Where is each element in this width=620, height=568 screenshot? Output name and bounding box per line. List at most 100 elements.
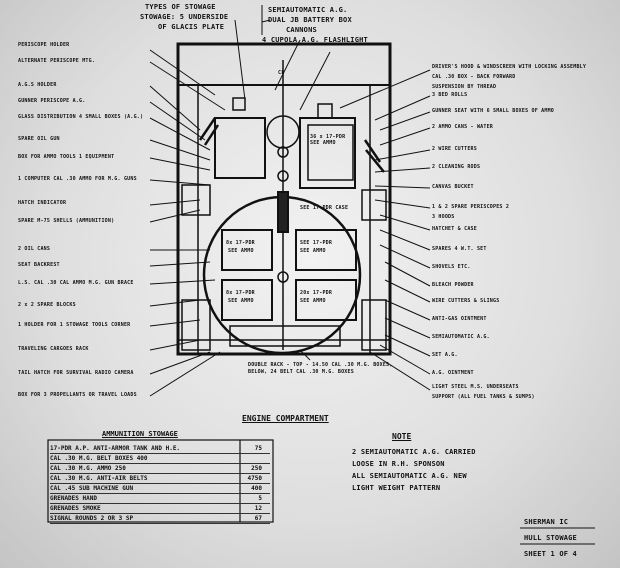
table-cell-value: 5 [258,495,262,502]
table-row: CAL .30 M.G. AMMO 250 250 [50,464,270,474]
ammo-table-title: AMMUNITION STOWAGE [102,430,178,438]
table-cell-label: GRENADES SMOKE [50,505,101,512]
table-row: GRENADES HAND 5 [50,494,270,504]
left-label: PERISCOPE HOLDER [18,42,70,48]
rack-right-label: SEE 17-PDR [300,240,333,246]
right-label: SPARES 4 W.T. SET [432,246,487,252]
note-line4: LIGHT WEIGHT PATTERN [352,484,441,492]
left-label: BOX FOR 3 PROPELLANTS OR TRAVEL LOADS [18,392,137,398]
rack-right-sub: SEE AMMO [300,248,326,254]
left-label: HATCH INDICATOR [18,200,67,206]
stowage-line2: STOWAGE: 5 UNDERSIDE [140,13,229,21]
left-label: SEAT BACKREST [18,262,60,268]
right-label: HATCHET & CASE [432,226,477,232]
rack-low-right-label: 20x 17-PDR [300,290,333,296]
rack-left-label: 8x 17-PDR [226,240,255,246]
stowage-line3: OF GLACIS PLATE [158,23,225,31]
left-label: SPARE OIL GUN [18,136,60,142]
left-label: SPARE M-75 SHELLS (AMMUNITION) [18,218,115,224]
right-label: GUNNER SEAT WITH 6 SMALL BOXES OF AMMO [432,108,554,114]
hatch-box-right [317,103,333,119]
right-label: 3 HOODS [432,214,455,220]
left-label: TAIL HATCH FOR SURVIVAL RADIO CAMERA [18,370,134,376]
left-label: L.S. CAL .30 CAL AMMO M.G. GUN BRACE [18,280,134,286]
right-rack-lower [295,279,357,321]
table-row: SIGNAL ROUNDS 2 OR 3 SP 67 [50,514,270,524]
note-line1: 2 SEMIAUTOMATIC A.G. CARRIED [352,448,476,456]
right-box-a [361,189,387,221]
right-label: SHOVELS ETC. [432,264,471,270]
small-circle-low [277,271,289,283]
right-label: SUPPORT (ALL FUEL TANKS & SUMPS) [432,394,535,400]
left-label: BOX FOR AMMO TOOLS 1 EQUIPMENT [18,154,115,160]
ammo-table-frame [47,439,274,523]
table-cell-value: 250 [251,465,262,472]
rack-low-right-sub: SEE AMMO [300,298,326,304]
right-label: CAL .30 BOX - BACK FORWARD [432,74,516,80]
left-label: A.G.S HOLDER [18,82,57,88]
table-cell-label: CAL .45 SUB MACHINE GUN [50,485,134,492]
right-label: ANTI-GAS OINTMENT [432,316,487,322]
cupola-label: 4 CUPOLA A.G. FLASHLIGHT [262,36,368,44]
right-label: BLEACH POWDER [432,282,474,288]
centerline-label: CL [278,70,285,76]
ammo-line3: CANNONS [286,26,317,34]
hatch-box-left [232,97,246,111]
right-label: WIRE CUTTERS & SLINGS [432,298,500,304]
left-box-a [181,184,211,216]
upper-right-label: 36 x 17-PDR SEE AMMO [310,134,346,146]
right-label: A.G. OINTMENT [432,370,474,376]
table-cell-label: 17-PDR A.P. ANTI-ARMOR TANK AND H.E. [50,445,181,452]
right-label: SEMIAUTOMATIC A.G. [432,334,490,340]
small-circle-mid [277,170,289,182]
table-row: CAL .30 M.G. BELT BOXES 400 [50,454,270,464]
left-label: 2 OIL CANS [18,246,51,252]
left-label: GUNNER PERISCOPE A.G. [18,98,86,104]
rack-left-sub: SEE AMMO [228,248,254,254]
right-label: 2 WIRE CUTTERS [432,146,477,152]
table-row: CAL .45 SUB MACHINE GUN 400 [50,484,270,494]
right-label: 1 & 2 SPARE PERISCOPES 2 [432,204,510,210]
gun-breech [277,191,289,233]
left-rack-lower [221,279,273,321]
note-line3: ALL SEMIAUTOMATIC A.G. NEW [352,472,467,480]
table-cell-value: 400 [251,485,262,492]
table-cell-label: SIGNAL ROUNDS 2 OR 3 SP [50,515,134,522]
right-rack-upper [295,229,357,271]
table-cell-label: CAL .30 M.G. AMMO 250 [50,465,126,472]
small-circle-top [277,146,289,158]
right-label: 2 CLEANING RODS [432,164,481,170]
right-label: SUSPENSION BY THREAD [432,84,497,90]
ammo-top-label: SEMIAUTOMATIC A.G. [268,6,348,14]
rack-low-left-label: 8x 17-PDR [226,290,255,296]
left-label: 2 x 2 SPARE BLOCKS [18,302,76,308]
table-row: 17-PDR A.P. ANTI-ARMOR TANK AND H.E.75 [50,444,270,454]
table-cell-label: CAL .30 M.G. ANTI-AIR BELTS [50,475,148,482]
center-hatch [266,115,300,149]
right-label: 3 BED ROLLS [432,92,468,98]
left-rack-upper [221,229,273,271]
mid-right-label: SEE 17-PDR CASE [300,205,349,211]
table-cell-value: 12 [254,505,262,512]
right-label: DRIVER'S HOOD & WINDSCREEN WITH LOCKING … [432,64,587,70]
double-rack-label: DOUBLE RACK - TOP - 14.50 CAL .30 M.G. B… [248,362,393,375]
table-cell-label: CAL .30 M.G. BELT BOXES 400 [50,455,148,462]
upper-right-rack [307,124,354,181]
left-label: 1 COMPUTER CAL .30 AMMO FOR M.G. GUNS [18,176,137,182]
stowage-title: TYPES OF STOWAGE [145,3,216,11]
right-label: LIGHT STEEL M.S. UNDERSEATS [432,384,519,390]
table-cell-label: GRENADES HAND [50,495,97,502]
left-label: GLASS DISTRIBUTION 4 SMALL BOXES (A.G.) [18,114,144,120]
right-label: 2 AMMO CANS - WATER [432,124,493,130]
table-cell-value: 4750 [247,475,262,482]
right-label: CANVAS BUCKET [432,184,474,190]
rear-box [229,325,341,347]
table-cell-value: 67 [254,515,262,522]
driver-compartment [214,117,266,179]
right-label: SET A.G. [432,352,458,358]
table-row: CAL .30 M.G. ANTI-AIR BELTS 4750 [50,474,270,484]
title-block-line3: SHEET 1 OF 4 [524,550,577,558]
title-block-line1: SHERMAN IC [524,518,569,526]
